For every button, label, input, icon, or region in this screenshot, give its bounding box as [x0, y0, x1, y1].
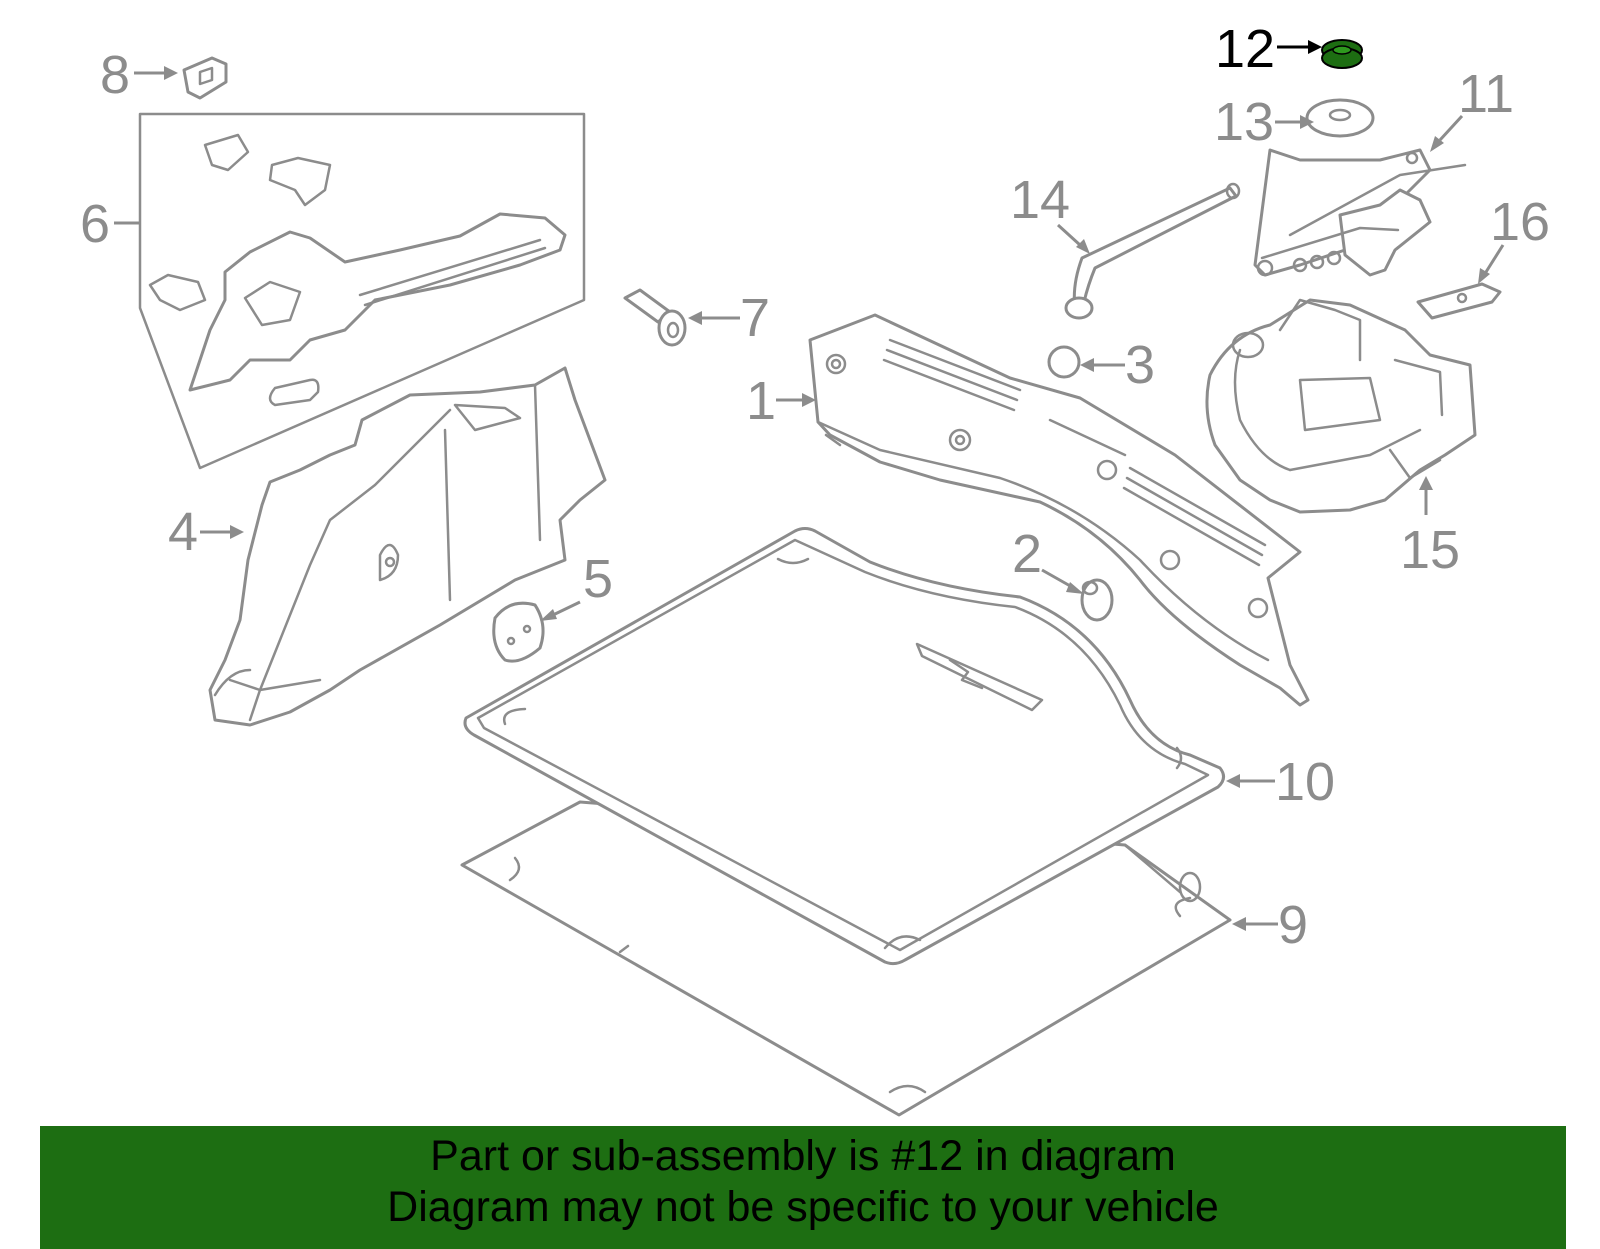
callout-15: 15: [1400, 476, 1460, 580]
callout-16: 16: [1478, 192, 1550, 284]
svg-text:12: 12: [1215, 19, 1275, 79]
part-10-floor-mat: [463, 527, 1225, 966]
callout-13: 13: [1214, 92, 1314, 152]
svg-text:13: 13: [1214, 92, 1274, 152]
callout-14: 14: [1010, 170, 1090, 254]
part-8-clip: [182, 56, 228, 100]
banner-line-2: Diagram may not be specific to your vehi…: [387, 1183, 1219, 1231]
part-4-side-trim-panel: [208, 366, 607, 727]
callout-8: 8: [100, 45, 178, 105]
callout-12-highlighted: 12: [1215, 19, 1322, 79]
banner-line-1: Part or sub-assembly is #12 in diagram: [430, 1132, 1176, 1180]
banner-background: [40, 1126, 1566, 1249]
svg-text:10: 10: [1275, 752, 1335, 812]
svg-text:6: 6: [80, 194, 110, 254]
svg-text:14: 14: [1010, 170, 1070, 230]
svg-text:11: 11: [1458, 64, 1514, 124]
part-5-cover: [492, 601, 545, 663]
callout-11: 11: [1430, 64, 1514, 152]
callout-7: 7: [688, 288, 770, 348]
svg-text:4: 4: [168, 502, 198, 562]
svg-text:16: 16: [1490, 192, 1550, 252]
callout-2: 2: [1012, 524, 1084, 594]
callout-9: 9: [1232, 895, 1308, 955]
part-12-highlighted: [1321, 39, 1363, 69]
part-3-grommet: [1047, 345, 1081, 379]
part-7-push-pin: [623, 288, 687, 347]
svg-text:3: 3: [1125, 335, 1155, 395]
callout-3: 3: [1080, 335, 1155, 395]
callout-6: 6: [80, 194, 140, 254]
svg-text:15: 15: [1400, 520, 1460, 580]
part-6-bracket-assembly: [138, 112, 586, 470]
svg-text:8: 8: [100, 45, 130, 105]
callout-10: 10: [1226, 752, 1335, 812]
callout-5: 5: [540, 549, 613, 621]
part-15-tool-tray: [1205, 298, 1477, 514]
svg-text:9: 9: [1278, 895, 1308, 955]
part-11-jack: [1253, 148, 1467, 277]
info-banner: Part or sub-assembly is #12 in diagram D…: [40, 1131, 1566, 1247]
svg-text:1: 1: [746, 371, 776, 431]
svg-text:5: 5: [583, 549, 613, 609]
part-1-scuff-panel: [808, 313, 1310, 707]
callout-4: 4: [168, 502, 244, 562]
svg-text:7: 7: [740, 288, 770, 348]
callout-1: 1: [746, 371, 816, 431]
svg-text:2: 2: [1012, 524, 1042, 584]
part-14-lug-wrench: [1064, 182, 1241, 320]
part-13-pad: [1305, 98, 1375, 138]
part-16-clip: [1416, 282, 1502, 320]
part-2-plug: [1080, 578, 1114, 622]
